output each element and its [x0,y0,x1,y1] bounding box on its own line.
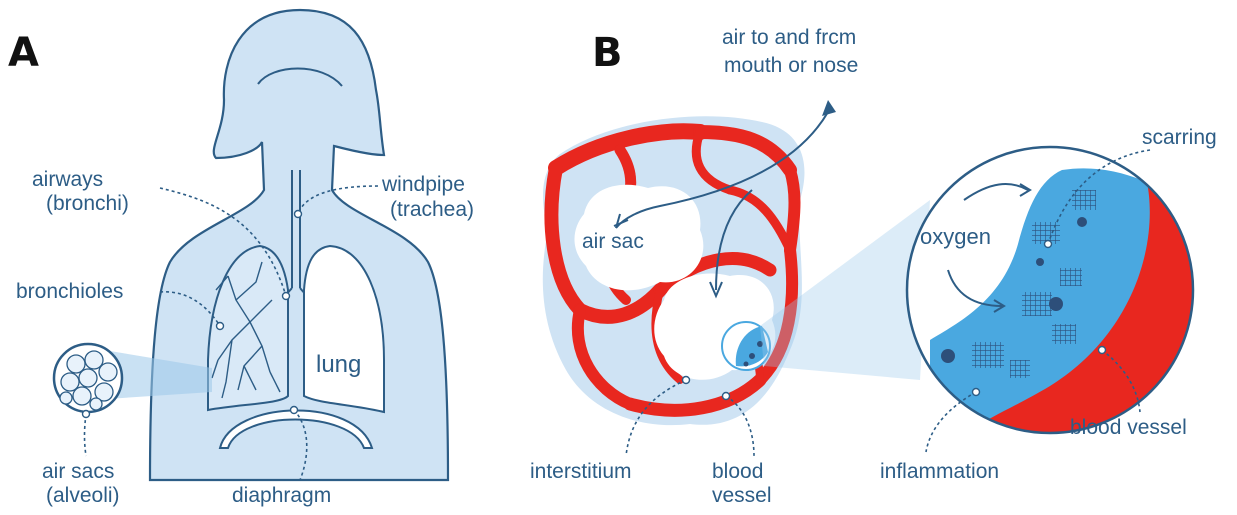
label-air-sacs: air sacs [42,460,114,483]
label-diaphragm: diaphragm [232,484,331,507]
panel-a: A [8,10,474,507]
panel-a-letter: A [8,30,39,76]
airways-dot [283,293,290,300]
label-blood: blood [712,460,763,483]
label-airways: airways [32,168,103,191]
label-lung: lung [316,351,361,378]
label-inflammation: inflammation [880,460,999,483]
label-air-route-line1: air to and frcm [722,26,856,49]
zoom-blood-vessel-dot [1099,347,1106,354]
panel-b-letter: B [592,30,623,76]
label-oxygen: oxygen [920,224,991,249]
panel-b: B [530,26,1220,507]
inflammation-dot [973,389,980,396]
label-bronchi: (bronchi) [46,192,129,215]
label-scarring: scarring [1142,126,1217,149]
windpipe-dot [295,211,302,218]
label-air-route-line2: mouth or nose [724,54,858,77]
label-blood-vessel-zoom: blood vessel [1070,416,1187,439]
label-alveoli: (alveoli) [46,484,120,507]
label-interstitium: interstitium [530,460,632,483]
bronchioles-dot [217,323,224,330]
label-air-sac: air sac [582,230,644,253]
label-bronchioles: bronchioles [16,280,123,303]
interstitium-dot [683,377,690,384]
inflamed-alveolus-zoom [907,147,1220,460]
label-trachea: (trachea) [390,198,474,221]
air-sacs-leader [85,414,87,456]
label-windpipe: windpipe [381,173,465,196]
diaphragm-dot [291,407,298,414]
blood-vessel-dot [723,393,730,400]
scarring-dot [1045,241,1052,248]
air-sacs-dot [83,411,90,418]
label-vessel: vessel [712,484,772,507]
